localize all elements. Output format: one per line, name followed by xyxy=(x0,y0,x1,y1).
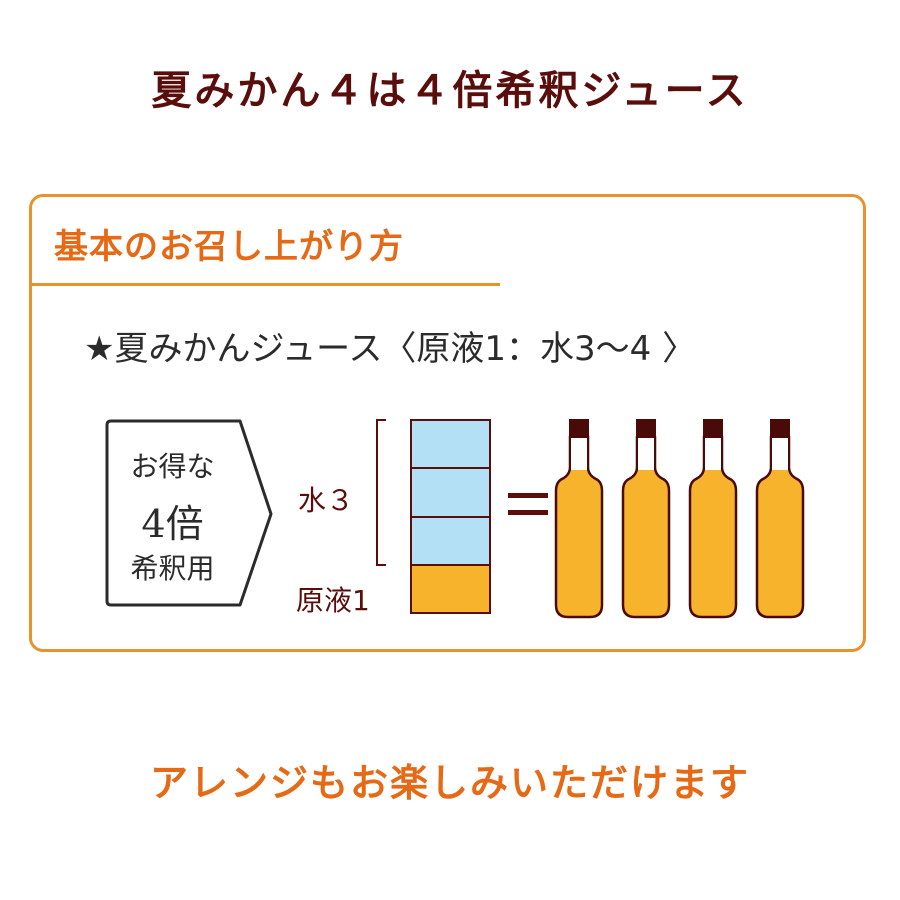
arrangement-tagline: アレンジもお楽しみいただけます xyxy=(149,761,750,805)
page-title: 夏みかん４は４倍希釈ジュース xyxy=(151,68,749,114)
badge-line-2: 4倍 xyxy=(141,502,204,546)
bottle-icon-2 xyxy=(621,417,671,619)
badge-arrow-shape xyxy=(105,419,273,607)
water-label: 水３ xyxy=(298,484,355,517)
card-heading: 基本のお召し上がり方 xyxy=(54,227,404,267)
equals-sign xyxy=(508,493,548,527)
recipe-ratio-text: ★夏みかんジュース〈原液1：水3〜4 〉 xyxy=(84,329,697,369)
bottle-icon-1 xyxy=(554,417,604,619)
bottle-icon-3 xyxy=(688,417,738,619)
dilution-badge: お得な 4倍 希釈用 xyxy=(105,419,275,613)
ratio-column-diagram xyxy=(376,419,491,614)
badge-line-1: お得な xyxy=(130,450,215,483)
badge-line-3: 希釈用 xyxy=(130,552,215,585)
bottle-icon-4 xyxy=(755,417,805,619)
concentrate-label: 原液1 xyxy=(296,584,370,617)
serving-instructions-card: 基本のお召し上がり方 ★夏みかんジュース〈原液1：水3〜4 〉 お得な 4倍 希… xyxy=(29,194,866,652)
heading-divider xyxy=(32,283,500,286)
bottles-illustration xyxy=(554,417,805,619)
